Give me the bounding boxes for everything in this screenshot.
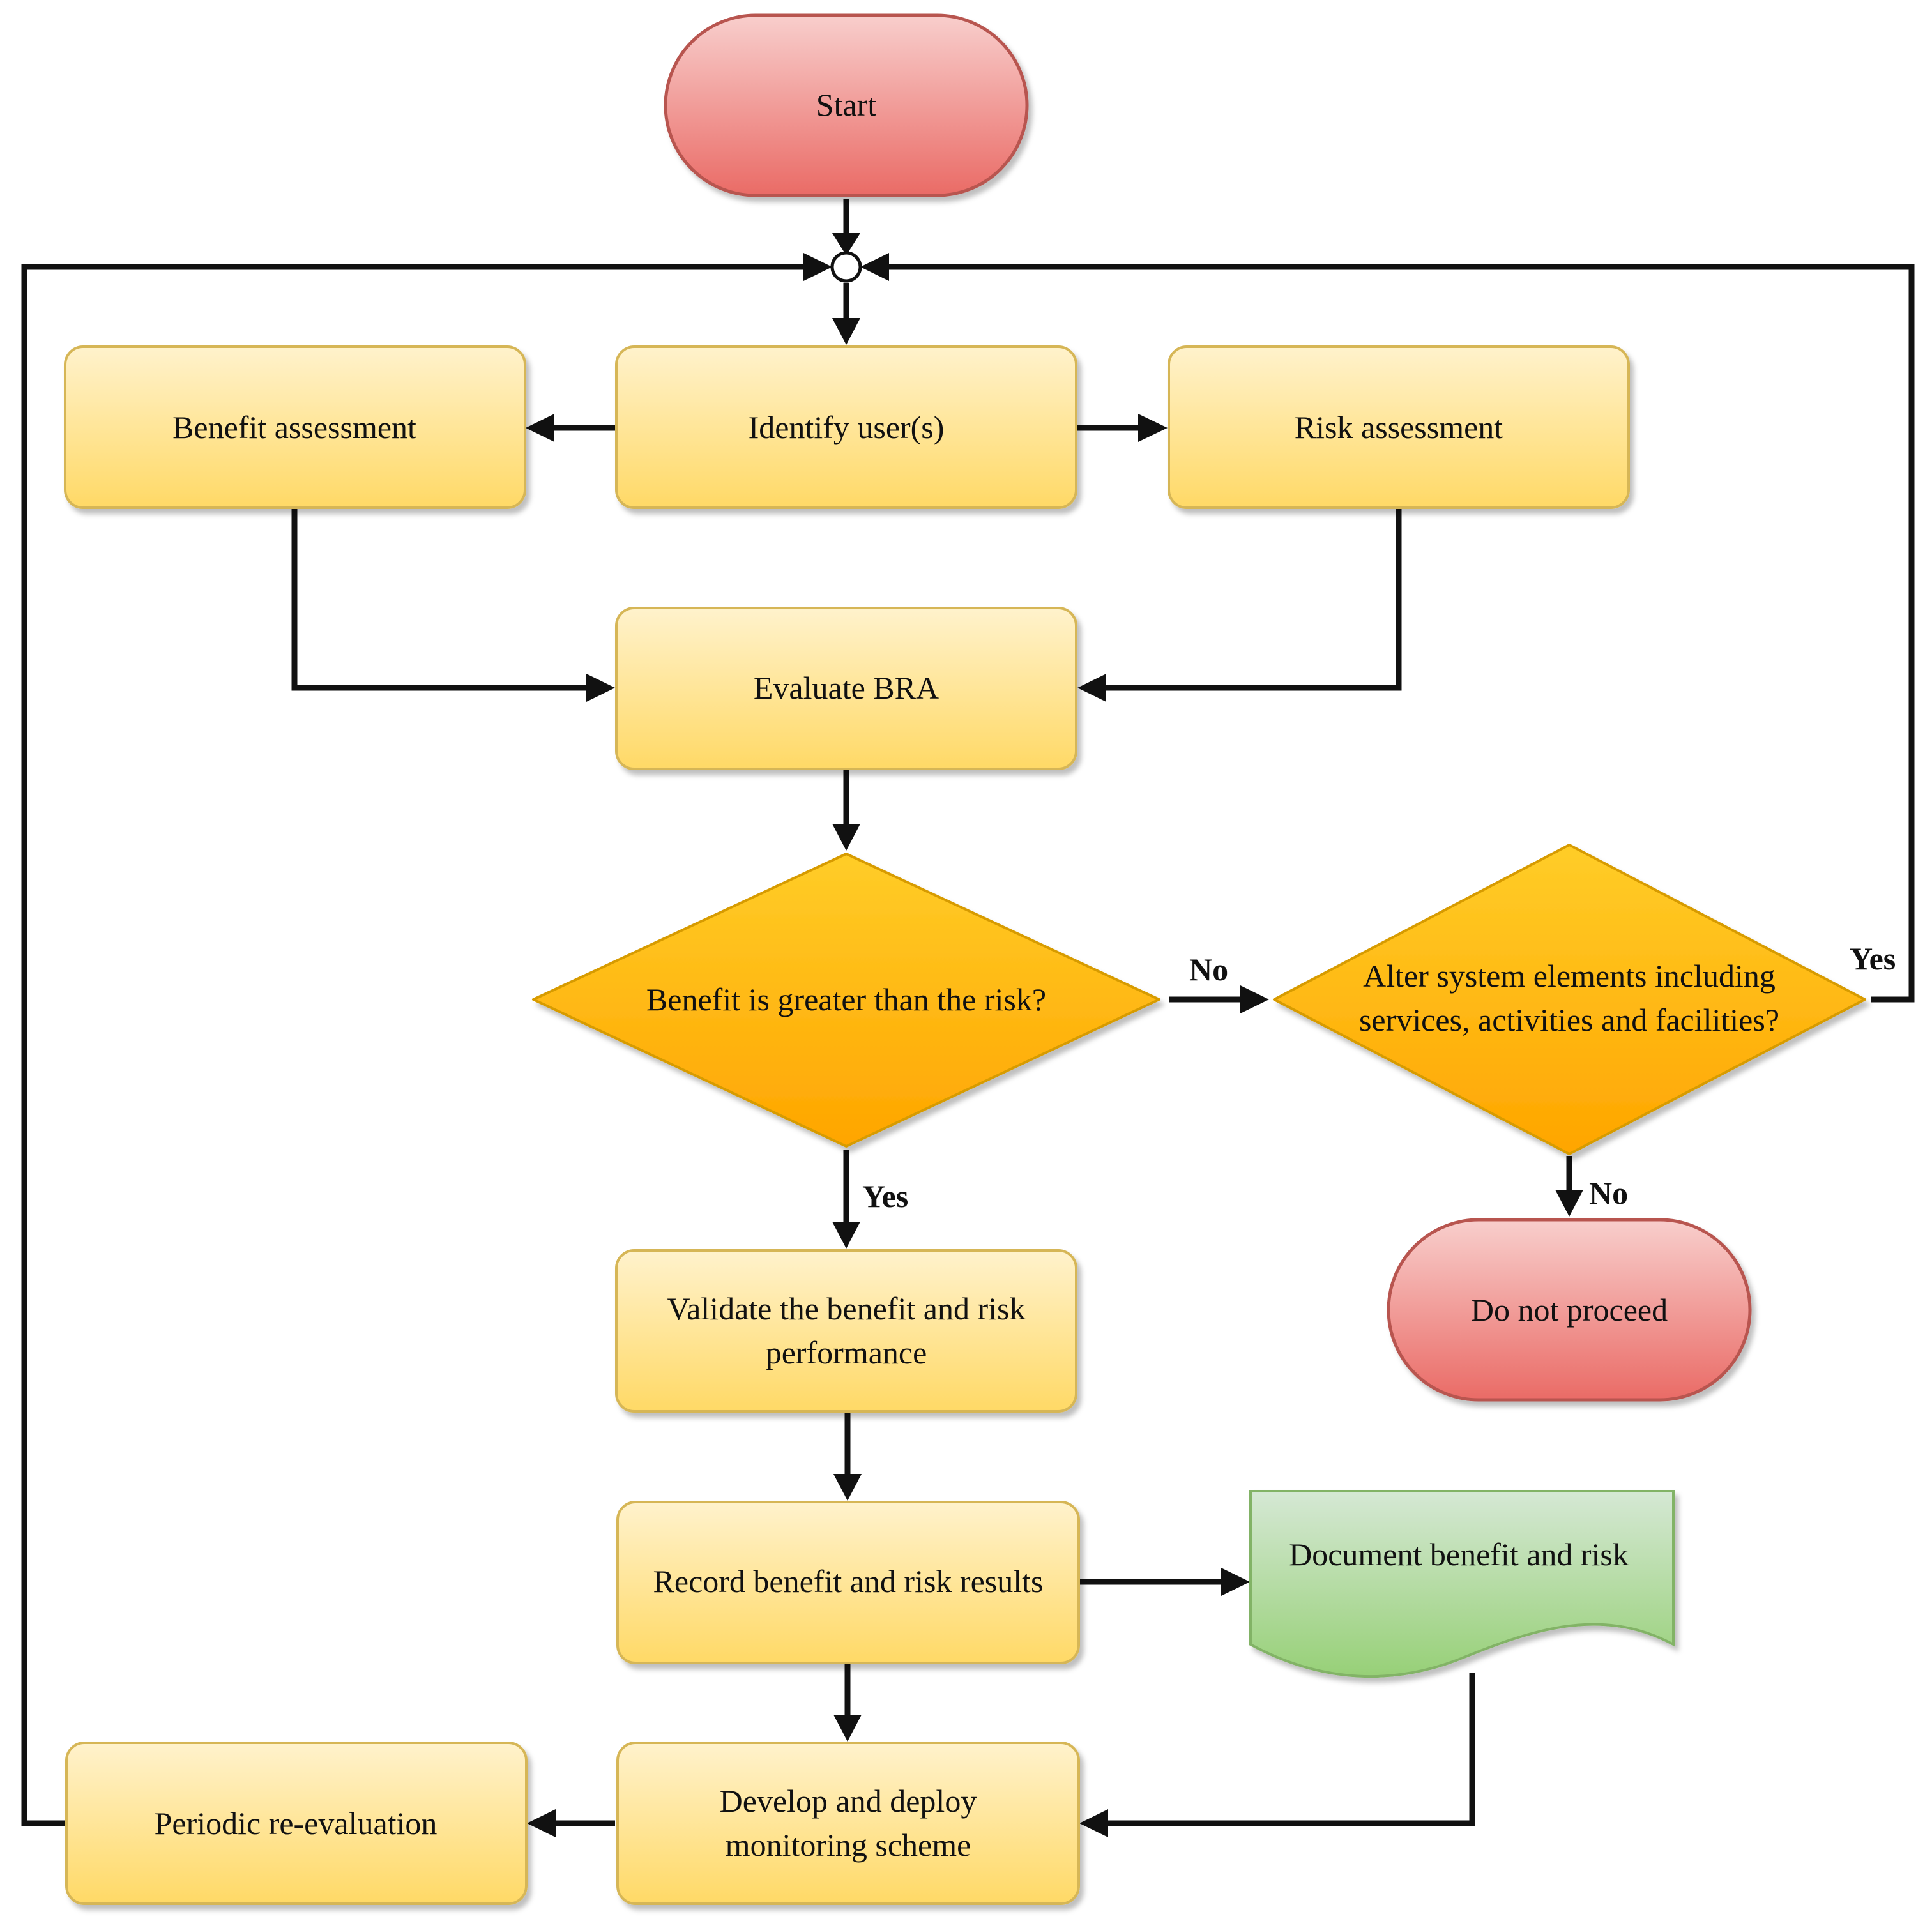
record-results-label: Record benefit and risk results [653, 1563, 1044, 1599]
arrowhead [860, 253, 889, 281]
evaluate-bra-label: Evaluate BRA [754, 670, 939, 706]
label-alter-no: No [1589, 1175, 1628, 1211]
label-benefit-yes: Yes [862, 1178, 908, 1214]
start-node[interactable]: Start [664, 13, 1029, 197]
validate-label-line2: performance [766, 1335, 927, 1370]
edge-alter-yes-loop [885, 264, 1915, 1003]
validate-label-line1: Validate the benefit and risk [667, 1291, 1026, 1326]
arrowhead [527, 1809, 556, 1837]
arrowhead [526, 414, 554, 442]
validate-node[interactable]: Validate the benefit and risk performanc… [615, 1249, 1077, 1413]
evaluate-bra-node[interactable]: Evaluate BRA [615, 607, 1077, 770]
develop-label-line2: monitoring scheme [726, 1827, 971, 1863]
arrowhead [832, 233, 860, 255]
start-label: Start [816, 87, 877, 123]
label-alter-yes: Yes [1850, 941, 1896, 976]
identify-users-label: Identify user(s) [749, 409, 945, 445]
document-node[interactable]: Document benefit and risk [1249, 1490, 1675, 1678]
arrowhead [1079, 1809, 1108, 1837]
do-not-proceed-node[interactable]: Do not proceed [1387, 1218, 1752, 1402]
arrowhead [832, 318, 860, 345]
edge-document-to-develop [1104, 1673, 1475, 1826]
arrowhead [1077, 674, 1106, 702]
arrowhead [586, 674, 615, 702]
edge-benefit-to-evaluate [291, 508, 591, 691]
document-label: Document benefit and risk [1289, 1537, 1629, 1572]
decision-benefit-node[interactable]: Benefit is greater than the risk? [532, 853, 1160, 1148]
arrowhead [832, 824, 860, 851]
decision-benefit-label: Benefit is greater than the risk? [646, 982, 1046, 1017]
benefit-assessment-label: Benefit assessment [172, 409, 416, 445]
periodic-reevaluation-node[interactable]: Periodic re-evaluation [65, 1742, 528, 1905]
arrowhead [1240, 985, 1269, 1013]
arrowhead [833, 1715, 862, 1742]
record-results-node[interactable]: Record benefit and risk results [616, 1501, 1080, 1664]
arrowhead [1221, 1568, 1250, 1596]
identify-users-node[interactable]: Identify user(s) [615, 345, 1077, 509]
edge-risk-to-evaluate [1102, 508, 1402, 691]
periodic-reevaluation-label: Periodic re-evaluation [155, 1805, 437, 1841]
connectors [21, 199, 1915, 1837]
do-not-proceed-label: Do not proceed [1471, 1292, 1668, 1328]
risk-assessment-node[interactable]: Risk assessment [1168, 345, 1630, 509]
edge-periodic-loop [21, 264, 808, 1826]
arrowhead [1138, 414, 1168, 442]
arrowhead [832, 1222, 860, 1249]
arrowhead [833, 1474, 862, 1501]
risk-assessment-label: Risk assessment [1295, 409, 1503, 445]
junction-node [830, 251, 862, 283]
develop-label-line1: Develop and deploy [720, 1783, 977, 1819]
benefit-assessment-node[interactable]: Benefit assessment [64, 345, 526, 509]
arrowhead [1555, 1190, 1583, 1217]
develop-deploy-node[interactable]: Develop and deploy monitoring scheme [616, 1742, 1080, 1905]
decision-alter-node[interactable]: Alter system elements including services… [1273, 844, 1866, 1155]
decision-alter-label-line1: Alter system elements including [1363, 958, 1776, 994]
decision-alter-label-line2: services, activities and facilities? [1359, 1002, 1779, 1038]
label-benefit-no: No [1189, 952, 1228, 987]
arrowhead [803, 253, 832, 281]
